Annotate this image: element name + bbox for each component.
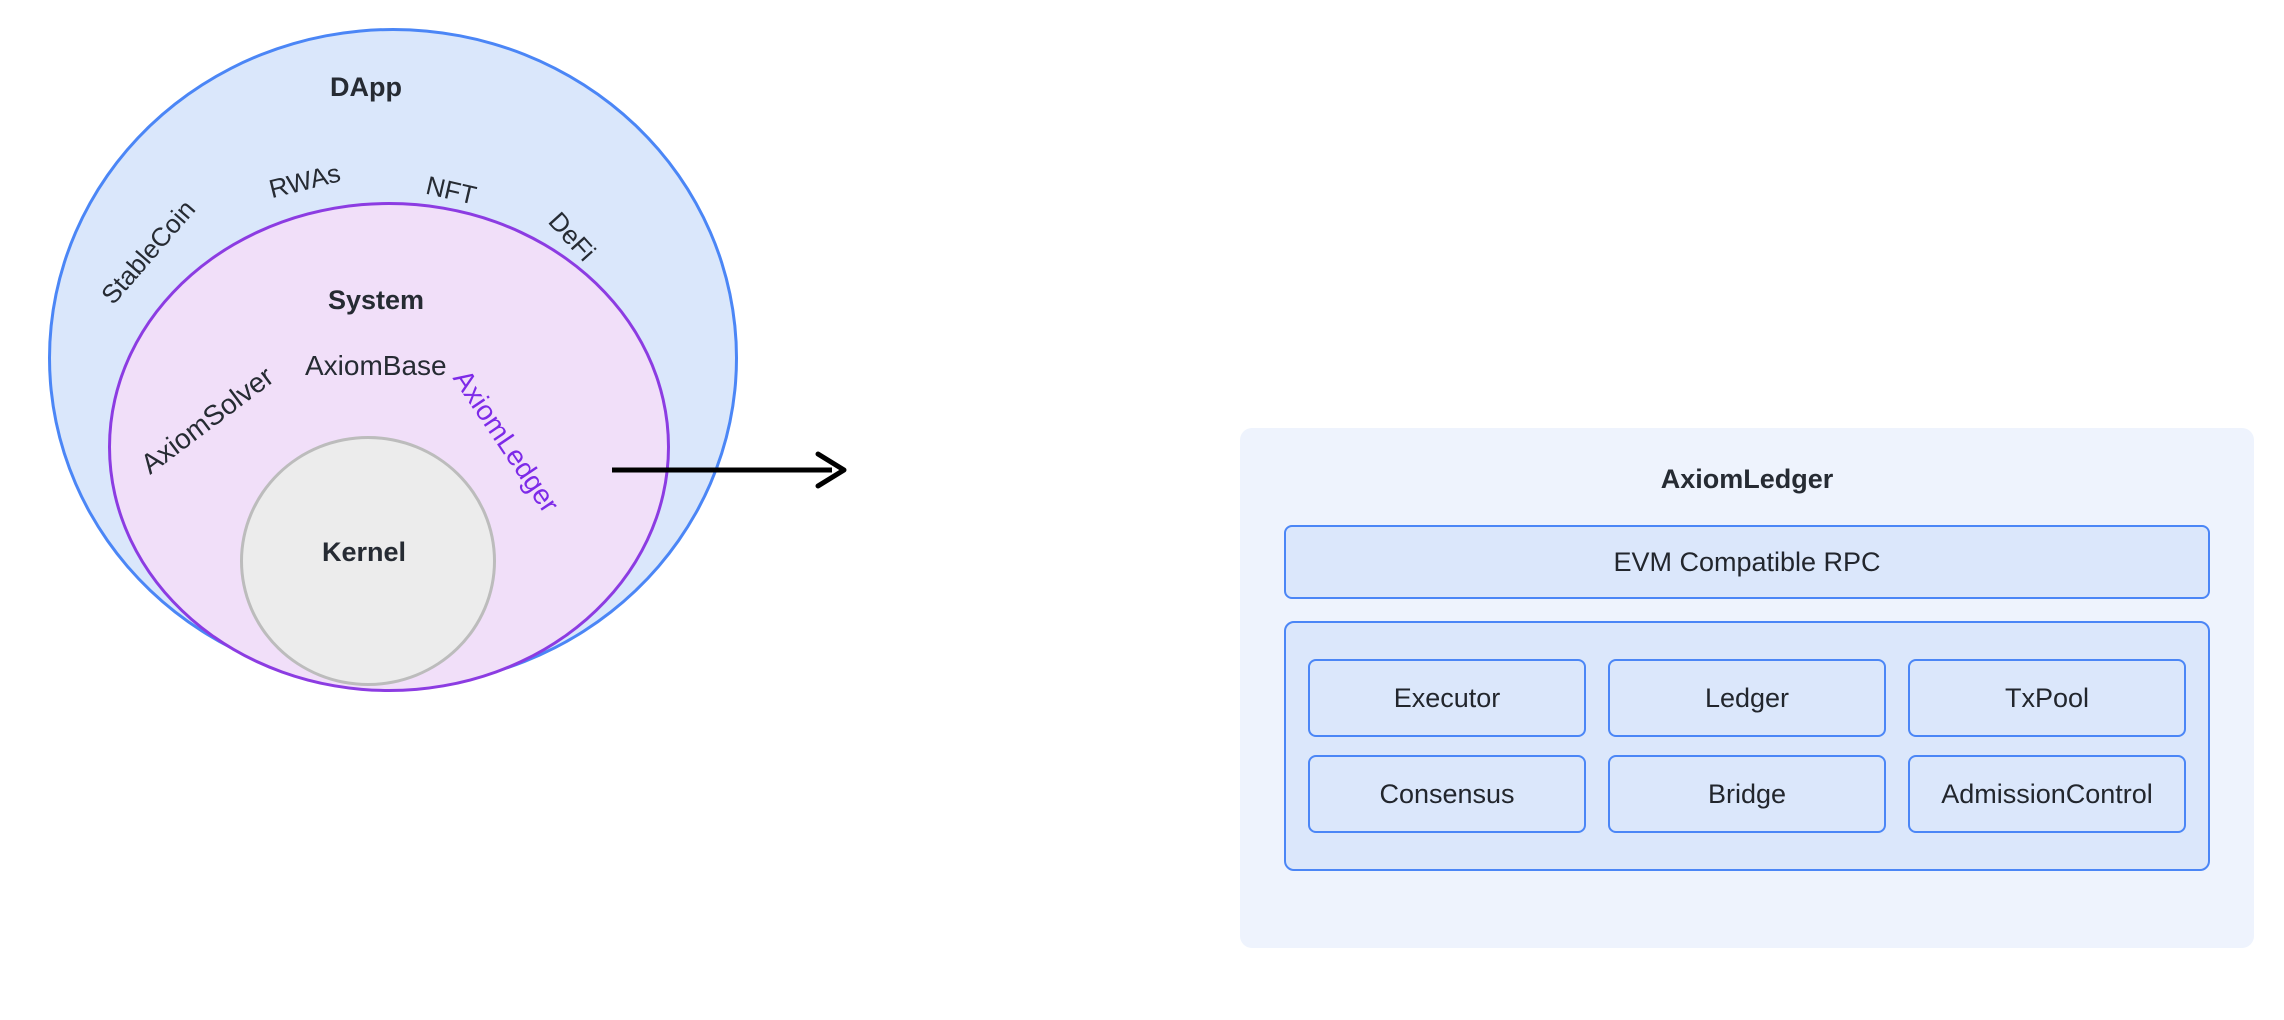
module-row: Consensus Bridge AdmissionControl [1308,755,2186,833]
module-row: Executor Ledger TxPool [1308,659,2186,737]
system-item-axiombase[interactable]: AxiomBase [305,350,447,381]
module-ledger[interactable]: Ledger [1608,659,1886,737]
axiomledger-detail-panel: AxiomLedger EVM Compatible RPC Executor … [1240,428,2254,948]
module-bridge[interactable]: Bridge [1608,755,1886,833]
module-admissioncontrol[interactable]: AdmissionControl [1908,755,2186,833]
axiomledger-panel-title: AxiomLedger [1660,464,1834,494]
kernel-ring[interactable] [240,436,496,686]
module-executor[interactable]: Executor [1308,659,1586,737]
kernel-ring-label: Kernel [322,537,407,567]
module-txpool[interactable]: TxPool [1908,659,2186,737]
system-ring-label: System [328,285,425,315]
rpc-layer-box[interactable]: EVM Compatible RPC [1284,525,2210,599]
nested-circles-diagram: DApp System Kernel StableCoin RWAs NFT D… [0,0,1140,1020]
dapp-ring-label: DApp [330,72,402,102]
arrow-right-icon [612,451,847,489]
modules-group: Executor Ledger TxPool Consensus Bridge … [1284,621,2210,871]
module-consensus[interactable]: Consensus [1308,755,1586,833]
